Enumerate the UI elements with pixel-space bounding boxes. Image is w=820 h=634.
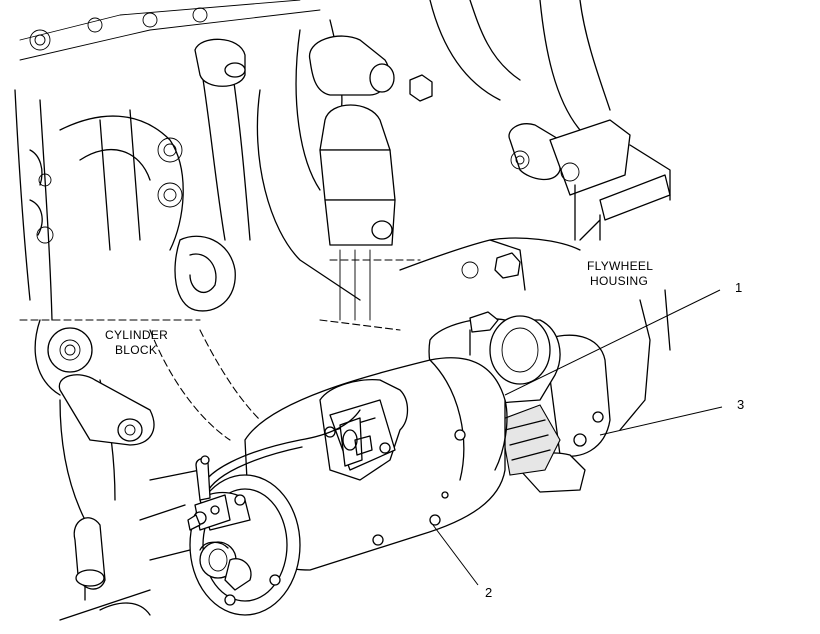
callout-1: 1 — [504, 280, 742, 396]
callout-2-number: 2 — [485, 585, 492, 600]
callout-3-number: 3 — [737, 397, 744, 412]
callout-2: 2 — [432, 524, 492, 600]
callout-3: 3 — [599, 397, 744, 436]
label-cylinder-block: CYLINDER BLOCK — [105, 328, 168, 357]
cylinder-label-line2: BLOCK — [115, 343, 157, 357]
engine-background — [14, 0, 671, 621]
callout-1-number: 1 — [735, 280, 742, 295]
label-flywheel-housing: FLYWHEEL HOUSING — [587, 259, 653, 288]
flywheel-label-line1: FLYWHEEL — [587, 259, 653, 273]
flywheel-label-line2: HOUSING — [590, 274, 648, 288]
cylinder-label-line1: CYLINDER — [105, 328, 168, 342]
starter-motor — [187, 311, 611, 616]
